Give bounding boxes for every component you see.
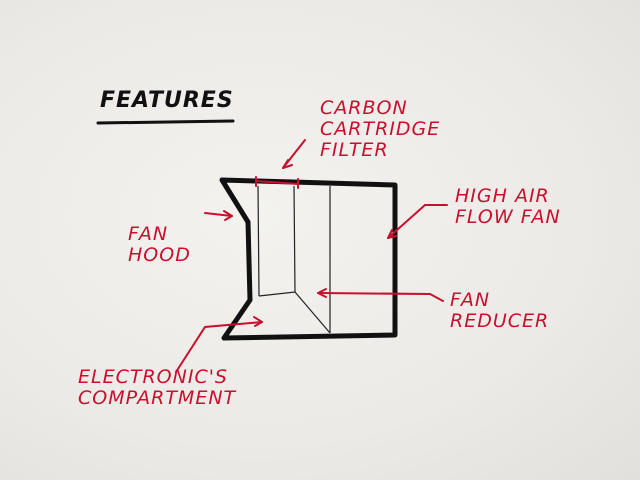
label-line: FILTER (320, 139, 389, 161)
annotation-marks (175, 139, 448, 373)
title-underline (96, 119, 235, 125)
label-line: CARBON (320, 97, 408, 119)
label-fan-reducer: FAN REDUCER (450, 290, 549, 332)
high-air-flow-fan-leader (387, 204, 448, 239)
fan-reducer-leader (317, 292, 444, 302)
label-carbon-cartridge-filter: CARBON CARTRIDGE FILTER (320, 98, 440, 161)
fan-hood-leader (204, 212, 233, 217)
label-line: FLOW FAN (455, 206, 561, 228)
label-line: FAN (450, 289, 491, 311)
device-outline (219, 177, 398, 341)
label-line: ELECTRONIC'S (78, 366, 228, 388)
features-title: FEATURES (100, 88, 234, 113)
label-line: HOOD (128, 244, 191, 266)
label-electronics-compartment: ELECTRONIC'S COMPARTMENT (78, 367, 236, 409)
label-line: REDUCER (450, 310, 550, 332)
carbon-filter-bracket (255, 180, 299, 185)
electronics-compartment-leader (175, 321, 263, 373)
label-fan-hood: FAN HOOD (128, 224, 191, 266)
label-line: FAN (128, 223, 169, 245)
label-high-air-flow-fan: HIGH AIR FLOW FAN (455, 186, 561, 228)
device-internal-lines (257, 185, 331, 334)
label-line: COMPARTMENT (78, 387, 237, 409)
label-line: CARTRIDGE (320, 118, 441, 140)
label-line: HIGH AIR (455, 185, 550, 207)
